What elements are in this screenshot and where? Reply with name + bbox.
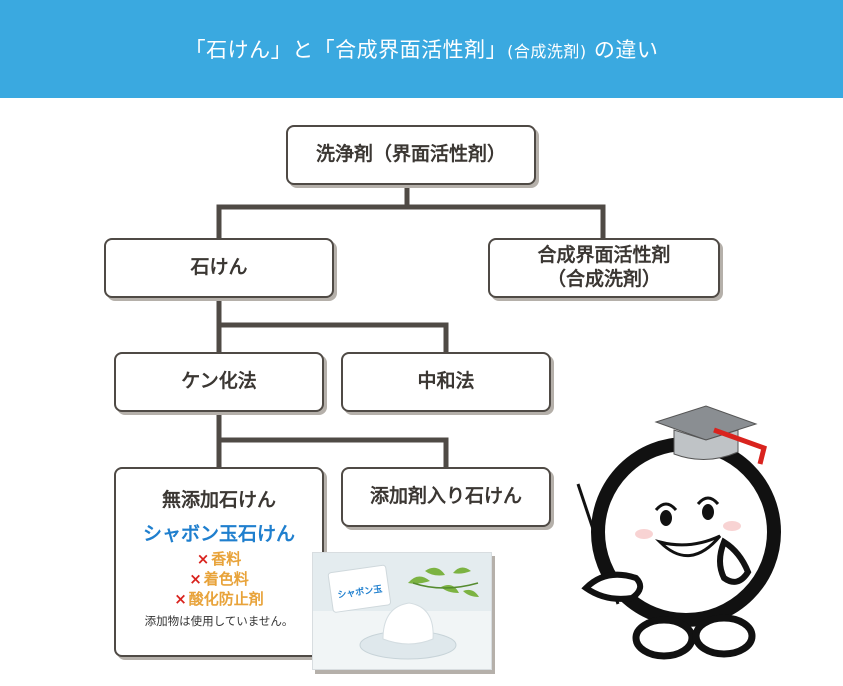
- product-photo-illustration: シャボン玉: [313, 553, 491, 669]
- root-label: 洗浄剤（界面活性剤）: [315, 143, 506, 166]
- neutralization-node: 中和法: [341, 352, 551, 412]
- synthetic-label-2: （合成洗剤）: [546, 268, 661, 290]
- brand-label: シャボン玉石けん: [142, 522, 295, 545]
- synthetic-node: 合成界面活性剤 （合成洗剤）: [488, 238, 720, 298]
- cross-icon: ×: [196, 549, 210, 568]
- soap-node: 石けん: [104, 238, 334, 298]
- title-end: の違い: [593, 38, 659, 62]
- page-title: 「石けん」と「合成界面活性剤」(合成洗剤) の違い: [185, 34, 659, 64]
- product-photo: シャボン玉: [312, 552, 492, 670]
- no-additives-note: 添加物は使用していません。: [144, 613, 294, 628]
- root-node: 洗浄剤（界面活性剤）: [286, 125, 536, 185]
- neutralization-label: 中和法: [417, 370, 475, 393]
- additive-free-node: 無添加石けん シャボン玉石けん ×香料 ×着色料 ×酸化防止剤 添加物は使用して…: [114, 467, 324, 657]
- cross-icon: ×: [189, 569, 202, 588]
- soap-label: 石けん: [190, 256, 248, 279]
- excluded-item: ×着色料: [189, 569, 249, 588]
- synthetic-label-1: 合成界面活性剤: [537, 244, 671, 267]
- additive-free-label: 無添加石けん: [161, 489, 276, 511]
- header-banner: 「石けん」と「合成界面活性剤」(合成洗剤) の違い: [0, 0, 843, 98]
- title-main: 「石けん」と「合成界面活性剤」: [184, 38, 508, 62]
- title-paren: (合成洗剤): [507, 42, 587, 61]
- saponification-label: ケン化法: [181, 370, 257, 393]
- excluded-list: ×香料 ×着色料 ×酸化防止剤: [174, 549, 264, 609]
- with-additives-node: 添加剤入り石けん: [341, 467, 551, 527]
- graduation-cap-icon: [654, 405, 767, 465]
- mascot-character: [576, 405, 781, 660]
- excluded-item: ×酸化防止剤: [174, 589, 264, 608]
- cross-icon: ×: [174, 589, 187, 608]
- excluded-item: ×香料: [196, 549, 242, 568]
- saponification-node: ケン化法: [114, 352, 324, 412]
- with-additives-label: 添加剤入り石けん: [369, 485, 522, 508]
